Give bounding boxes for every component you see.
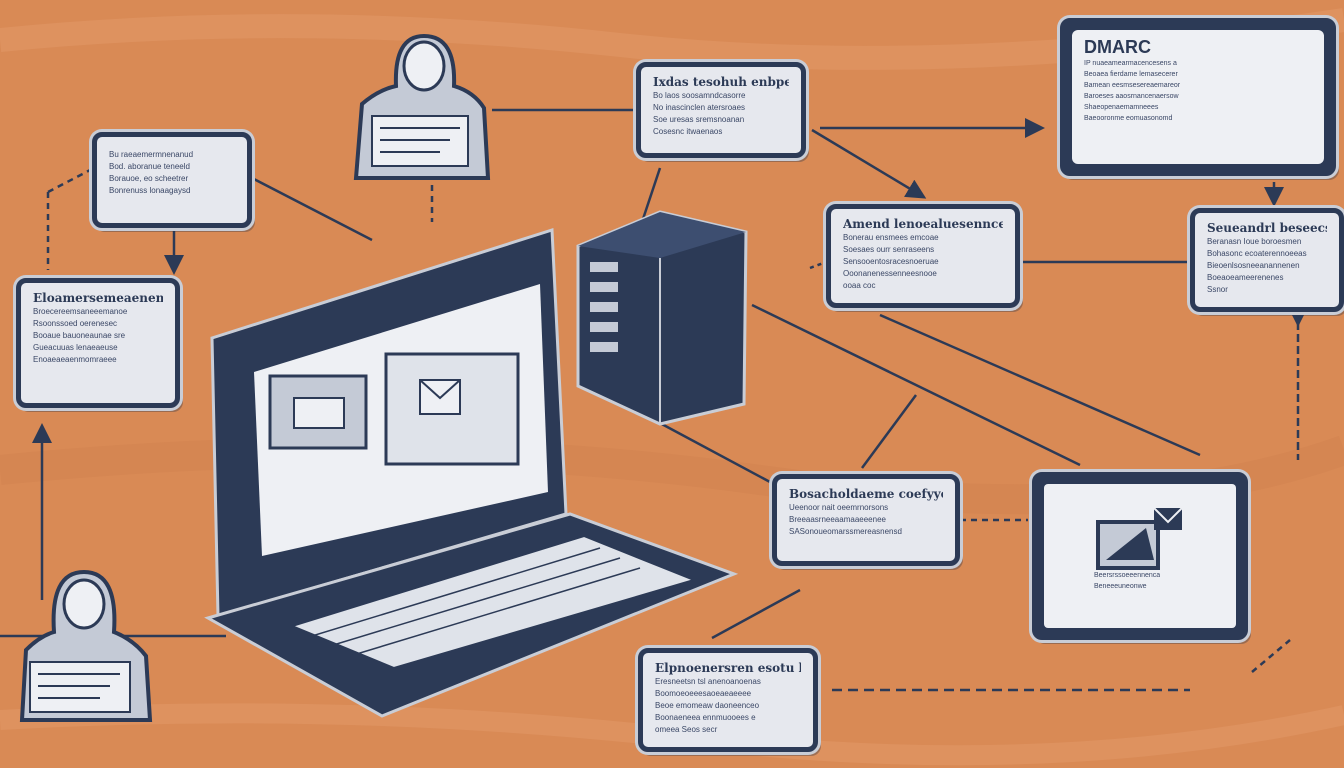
- card-line: omeea Seos secr: [655, 725, 718, 734]
- card-line: Breeaasrneeaamaaeeenee: [789, 515, 886, 524]
- card-line: Bo laos soosamndcasorre: [653, 91, 746, 100]
- card-title: Seueandrl beseecs Cenes: [1207, 221, 1327, 235]
- connector-lines: [0, 108, 1308, 692]
- email-window-caption: Beersrssoeeennenca Beneeeuneonwe: [1094, 570, 1160, 592]
- card-line: Enoaeaeaenmomraeee: [33, 355, 117, 364]
- card-line: Baroeses aaosrnancenaersow: [1084, 93, 1179, 100]
- card-line: Bohasonc ecoaterennoeeas: [1207, 249, 1307, 258]
- info-card-bottom: Elpnoenersren esotu bemasret Eresneetsn …: [638, 648, 818, 752]
- card-line: ooaa coc: [843, 281, 876, 290]
- card-line: Ueenoor nait oeemrnorsons: [789, 503, 889, 512]
- card-title: Eloamersemeaenenocele: [33, 291, 163, 305]
- card-line: No inascinclen atersroaes: [653, 103, 746, 112]
- info-card-top-left: Bu raeaemermnenanud Bod. aboranue teneel…: [92, 132, 252, 228]
- card-line: IP nuaeamearmacencesens a: [1084, 60, 1177, 67]
- dmarc-card-screen: DMARC IP nuaeamearmacencesens a Beoaea f…: [1072, 30, 1324, 164]
- card-line: Soesaes ourr senraseens: [843, 245, 935, 254]
- card-line: Soe uresas sremsnoanan: [653, 115, 745, 124]
- card-line: Eresneetsn tsl anenoanoenas: [655, 677, 761, 686]
- card-line: Boonaeneea ennmuooees e: [655, 713, 756, 722]
- card-line: Beoe emomeaw daoneenceo: [655, 701, 760, 710]
- email-window-screen: Beersrssoeeennenca Beneeeuneonwe: [1044, 484, 1236, 628]
- info-card-left: Eloamersemeaenenocele Broecereemsaneeema…: [16, 278, 180, 408]
- hooded-figure-icon: [19, 569, 153, 722]
- card-line: Booaue bauoneaunae sre: [33, 331, 126, 340]
- card-line: Boomoeoeeesaoeaeaeeee: [655, 689, 752, 698]
- dmarc-title: DMARC: [1084, 37, 1151, 57]
- server-tower-icon: [576, 210, 748, 426]
- card-line: Bod. aboranue teneeld: [109, 162, 190, 171]
- card-line: Ssnor: [1207, 285, 1228, 294]
- card-line: Boeaoeameerenenes: [1207, 273, 1284, 282]
- card-line: Bu raeaemermnenanud: [109, 150, 194, 159]
- email-window-card: Beersrssoeeennenca Beneeeuneonwe: [1032, 472, 1248, 640]
- card-title: Bosacholdaeme coefyyenceadt: [789, 487, 943, 501]
- card-line: Bonerau ensmees emcoae: [843, 233, 939, 242]
- card-line: Baeooronme eomuasonomd: [1084, 115, 1173, 122]
- card-line: Beneeeuneonwe: [1094, 583, 1147, 590]
- dmarc-card: DMARC IP nuaeamearmacencesens a Beoaea f…: [1060, 18, 1336, 176]
- card-line: Bieoenlsosneeanannenen: [1207, 261, 1300, 270]
- card-title: Elpnoenersren esotu bemasret: [655, 661, 801, 675]
- info-card-bottom-center: Bosacholdaeme coefyyenceadt Ueenoor nait…: [772, 474, 960, 566]
- card-line: Sensooentosracesnoeruae: [843, 257, 939, 266]
- info-card-center: Amend lenoealuesennces Bonerau ensmees e…: [826, 204, 1020, 308]
- card-line: Gueacuuas lenaeaeuse: [33, 343, 118, 352]
- card-line: Shaeopenaemamneees: [1084, 104, 1159, 111]
- card-line: SASonoueomarssmereasnensd: [789, 527, 902, 536]
- hooded-figure-icon: [353, 33, 491, 180]
- card-title: Amend lenoealuesennces: [843, 217, 1003, 231]
- card-line: Rsoonssoed oerenesec: [33, 319, 118, 328]
- card-line: Beranasn Ioue boroesmen: [1207, 237, 1302, 246]
- info-card-top-center: Ixdas tesohuh enbpesress Bo laos soosamn…: [636, 62, 806, 158]
- card-line: Cosesnc itwaenaos: [653, 127, 723, 136]
- email-window-icon: [1096, 507, 1183, 570]
- card-line: Bonrenuss lonaagaysd: [109, 186, 191, 195]
- card-line: Broecereemsaneeemanoe: [33, 307, 128, 316]
- card-title: Ixdas tesohuh enbpesress: [653, 75, 789, 89]
- card-line: Ooonanenessenneesnooe: [843, 269, 937, 278]
- info-card-right: Seueandrl beseecs Cenes Beranasn Ioue bo…: [1190, 208, 1344, 312]
- card-line: Bamean eesmsesereaemareor: [1084, 82, 1181, 89]
- card-line: Beersrssoeeennenca: [1094, 572, 1161, 579]
- card-line: Beoaea fierdame lemasecerer: [1084, 71, 1178, 78]
- card-line: Borauoe, eo scheetrer: [109, 174, 189, 183]
- laptop-icon: [204, 227, 739, 718]
